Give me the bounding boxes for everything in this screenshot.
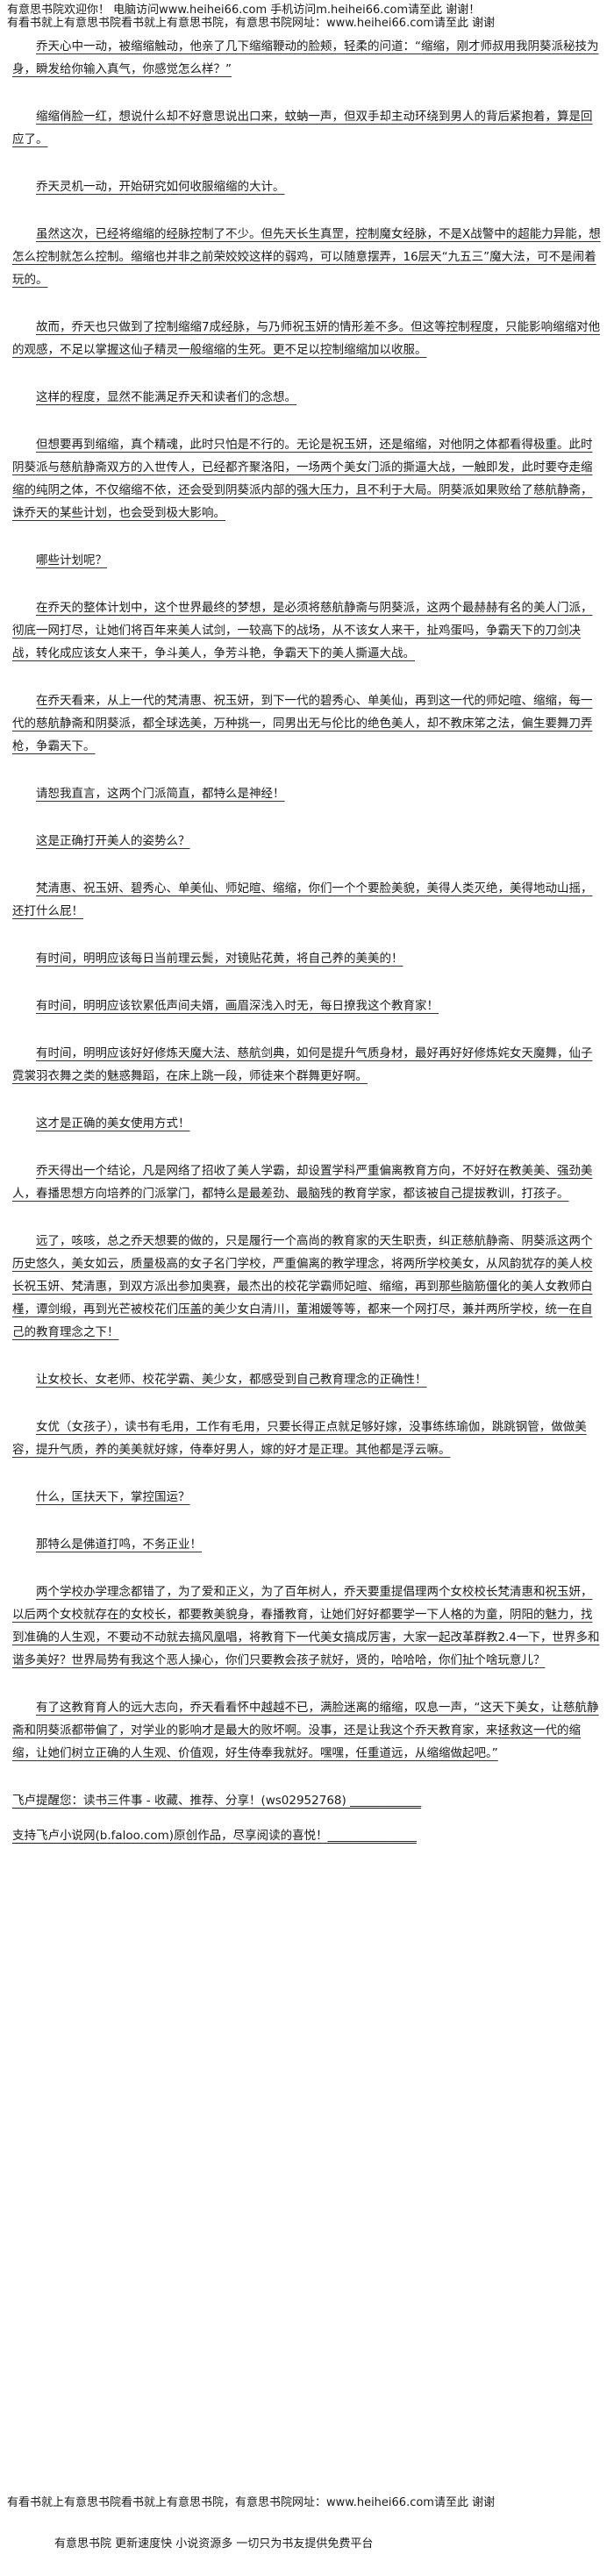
paragraph: 这是正确打开美人的姿势么？: [36, 834, 190, 848]
paragraph: 梵清惠、祝玉妍、碧秀心、单美仙、师妃暄、缩缩，你们一个个要脸美貌，美得人类灭绝，…: [12, 881, 593, 918]
paragraph: 这样的程度，显然不能满足乔天和读者们的念想。: [36, 390, 296, 404]
paragraph: 乔天灵机一动，开始研究如何收服缩缩的大计。: [36, 180, 285, 194]
paragraph: 乔天得出一个结论，凡是网络了招收了美人学霸，却设置学科严重偏离教育方向，不好好在…: [12, 1164, 593, 1201]
site-header-line-2[interactable]: 有看书就上有意思书院看书就上有意思书院，有意思书院网址：www.heihei66…: [0, 17, 614, 31]
paragraph: 这才是正确的美女使用方式！: [36, 1117, 190, 1131]
paragraph: 有时间，明明应该好好修炼天魔大法、慈航剑典，如何是提升气质身材，最好再好好修炼姹…: [12, 1046, 593, 1083]
chapter-content: 乔天心中一动，被缩缩触动，他亲了几下缩缩鞭动的脸颊，轻柔的问道：“缩缩，刚才师叔…: [0, 35, 614, 1859]
paragraph: 请恕我直言，这两个门派简直，都特么是神经！: [36, 787, 285, 801]
site-footer-text[interactable]: 有看书就上有意思书院看书就上有意思书院，有意思书院网址：www.heihei66…: [7, 2496, 496, 2509]
paragraph: 虽然这次，已经将缩缩的经脉控制了不少。但先天长生真罡，控制魔女经脉，不是X战警中…: [12, 227, 601, 287]
site-header-line[interactable]: 有意思书院欢迎你！ 电脑访问www.heihei66.com 手机访问m.hei…: [0, 0, 614, 18]
paragraph: 有时间，明明应该钦累低声间夫婿，画眉深浅入时无，每日撩我这个教育家！: [36, 999, 439, 1013]
paragraph: 在乔天看来，从上一代的梵清惠、祝玉妍，到下一代的碧秀心、单美仙，再到这一代的师妃…: [12, 694, 593, 753]
paragraph: 哪些计划呢？: [36, 553, 107, 567]
site-banner-text: 有意思书院 更新速度快 小说资源多 一切只为书友提供免费平台: [54, 2537, 374, 2551]
site-header-text[interactable]: 有意思书院欢迎你！ 电脑访问www.heihei66.com 手机访问m.hei…: [7, 4, 481, 17]
paragraph: 远了，咳咳，总之乔天想要的做的，只是履行一个高尚的教育家的天生职责，纠正慈航静斋…: [12, 1234, 593, 1339]
paragraph: 在乔天的整体计划中，这个世界最终的梦想，是必须将慈航静斋与阴葵派，这两个最赫赫有…: [12, 601, 593, 660]
paragraph: 女优（女孩子），读书有毛用，工作有毛用，只要长得正点就足够好嫁，没事练练瑜伽，跳…: [12, 1420, 587, 1457]
paragraph: 有了这教育育人的远大志向，乔天看看怀中越越不已，满脸迷离的缩缩，叹息一声，“这天…: [12, 1701, 599, 1760]
paragraph: 那特么是佛道打鸣，不务正业！: [36, 1538, 202, 1552]
paragraph: 什么，匡扶天下，掌控国运？: [36, 1490, 190, 1504]
paragraph: 有时间，明明应该每日当前理云鬓，对镜贴花黄，将自己养的美美的！: [36, 952, 403, 966]
paragraph: 但想要再到缩缩，真个精魂，此时只怕是不行的。无论是祝玉妍，还是缩缩，对他阴之体都…: [12, 438, 593, 520]
paragraph: 乔天心中一动，被缩缩触动，他亲了几下缩缩鞭动的脸颊，轻柔的问道：“缩缩，刚才师叔…: [12, 39, 599, 76]
paragraph: 让女校长、女老师、校花学霸、美少女，都感受到自己教育理念的正确性！: [36, 1373, 427, 1387]
paragraph: 故而，乔天也只做到了控制缩缩7成经脉，与乃师祝玉妍的情形差不多。但这等控制程度，…: [12, 320, 601, 357]
paragraph: 两个学校办学理念都错了，为了爱和正义，为了百年树人，乔天要重提倡理两个女校校长梵…: [12, 1585, 600, 1667]
site-footer-line[interactable]: 有看书就上有意思书院看书就上有意思书院，有意思书院网址：www.heihei66…: [0, 2496, 614, 2510]
site-banner: 有意思书院 更新速度快 小说资源多 一切只为书友提供免费平台: [0, 2537, 614, 2551]
paragraph: 缩缩俏脸一红，想说什么却不好意思说出口来，蚊蚋一声，但双手却主动环绕到男人的背后…: [12, 110, 593, 146]
site-header-text-2[interactable]: 有看书就上有意思书院看书就上有意思书院，有意思书院网址：www.heihei66…: [7, 17, 496, 30]
promo-line: 飞卢提醒您：读书三件事 - 收藏、推荐、分享！(ws02952768) ____…: [12, 1794, 422, 1808]
support-link[interactable]: 支持飞卢小说网(b.faloo.com)原创作品，尽享阅读的喜悦！_______…: [12, 1829, 417, 1843]
